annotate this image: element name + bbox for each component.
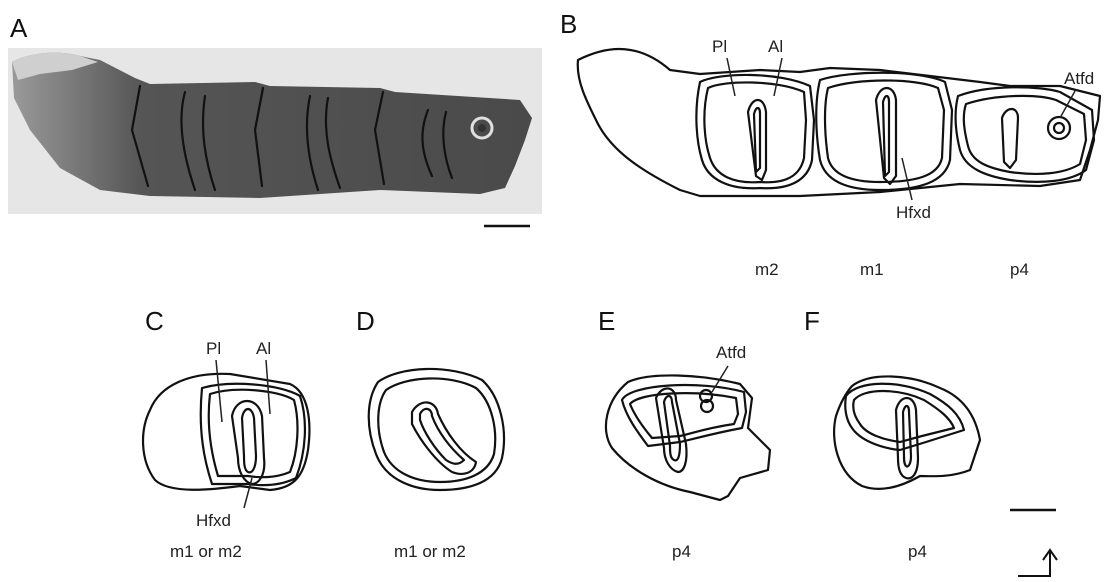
label-hfxd-b: Hfxd	[896, 203, 931, 222]
panel-label-b: B	[560, 9, 577, 39]
panel-label-c: C	[145, 306, 164, 336]
panel-d-drawing	[369, 369, 504, 490]
label-hfxd-c: Hfxd	[196, 511, 231, 530]
label-atfd-b: Atfd	[1064, 69, 1094, 88]
atfd-outline	[1048, 117, 1070, 139]
caption-b-m2: m2	[755, 260, 779, 279]
label-pl-c: Pl	[206, 339, 221, 358]
caption-b-p4: p4	[1010, 260, 1029, 279]
label-pl-b: Pl	[712, 37, 727, 56]
panel-label-e: E	[598, 306, 615, 336]
label-al-c: Al	[256, 339, 271, 358]
caption-d: m1 or m2	[394, 542, 466, 561]
panel-f-drawing	[834, 376, 980, 488]
panel-e-drawing	[606, 366, 770, 500]
caption-c: m1 or m2	[170, 542, 242, 561]
label-atfd-e: Atfd	[716, 343, 746, 362]
caption-b-m1: m1	[860, 260, 884, 279]
panel-label-f: F	[804, 306, 820, 336]
orientation-arrow-icon	[1018, 550, 1057, 576]
panel-b-drawing	[578, 49, 1100, 200]
panel-label-d: D	[356, 306, 375, 336]
caption-e: p4	[672, 542, 691, 561]
panel-a-photo	[8, 48, 542, 226]
panel-label-a: A	[10, 13, 28, 43]
caption-f: p4	[908, 542, 927, 561]
panel-c-drawing	[143, 360, 309, 508]
leader-pl-b	[727, 58, 735, 96]
label-al-b: Al	[768, 37, 783, 56]
